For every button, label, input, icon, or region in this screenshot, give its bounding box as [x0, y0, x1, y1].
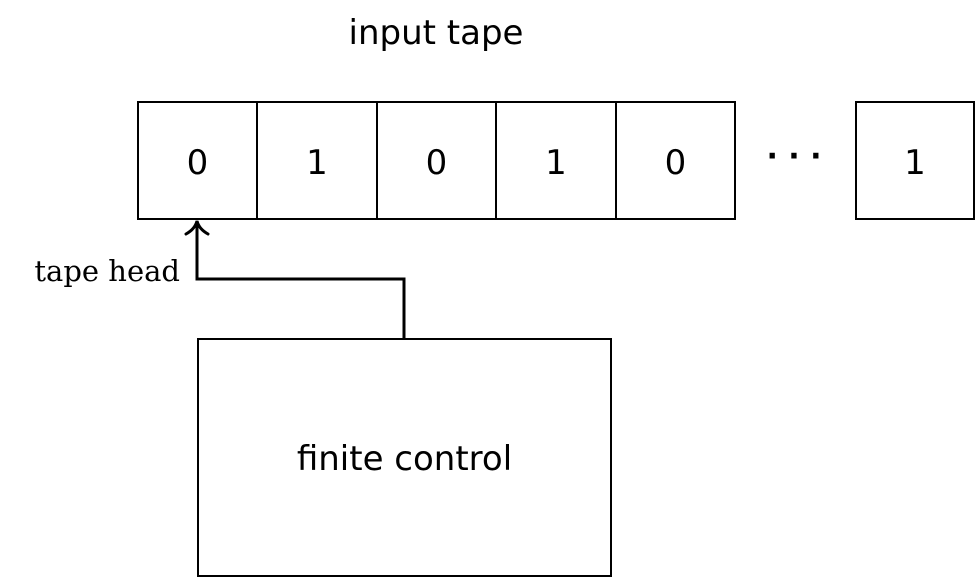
tape-cell-0-symbol: 0	[187, 143, 209, 183]
tape-cell-1-symbol: 1	[306, 143, 328, 183]
finite-control: finite control	[197, 338, 612, 577]
tape: 0 1 0 1 0 · · · 1	[137, 101, 975, 220]
tape-head-arrow-icon	[184, 220, 210, 236]
tape-cell-0: 0	[137, 101, 258, 220]
tape-cell-2: 0	[376, 101, 497, 220]
tape-head-label: tape head	[34, 254, 180, 288]
tape-cell-3-symbol: 1	[545, 143, 567, 183]
tape-cell-4-symbol: 0	[665, 143, 687, 183]
finite-control-label: finite control	[297, 439, 512, 479]
tape-title: input tape	[349, 13, 524, 53]
tape-head-line	[195, 224, 406, 340]
tape-head-pointer	[184, 220, 406, 340]
tape-cell-4: 0	[615, 101, 736, 220]
tape-ellipsis: · · ·	[766, 139, 821, 174]
tape-cell-3: 1	[495, 101, 617, 220]
tape-cell-last-symbol: 1	[904, 143, 926, 183]
tape-cell-last: 1	[855, 101, 975, 220]
tape-cell-1: 1	[256, 101, 378, 220]
finite-control-box	[197, 338, 612, 577]
tape-cell-2-symbol: 0	[426, 143, 448, 183]
